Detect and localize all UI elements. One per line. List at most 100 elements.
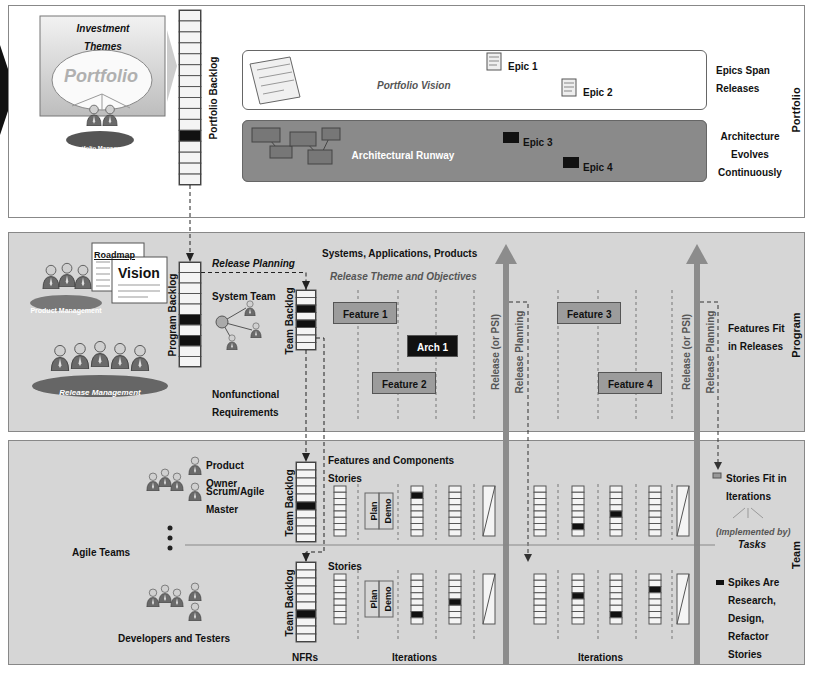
backlog-cells [296,486,316,494]
backlog-cells [610,574,622,580]
runway-network [308,150,332,164]
agile-team-people [159,469,171,487]
feature-box: Feature 1 [333,302,397,324]
text-holder: Program [786,312,804,357]
backlog-cells [649,580,661,586]
product-management-people [75,265,91,289]
backlog-cells [649,524,661,530]
backlog-cells [179,98,201,109]
backlog-cells [572,511,584,517]
backlog-stack: Team Backlog [296,290,316,350]
backlog-cells [179,174,201,185]
node-text: Epic 1 [508,61,537,72]
node-text: Feature 4 [608,379,652,390]
node-text: Roadmap [94,250,135,260]
label-text: Scrum/Agile Master [206,486,264,515]
backlog-cells [610,587,622,593]
node-text: Portfolio Management [71,145,134,151]
continuation-dots [168,546,173,551]
dashed-connector [201,273,306,291]
backlog-cells [534,505,546,511]
text-holder: Investment Themes [68,18,138,54]
backlog-cells [449,517,461,523]
backlog-cells [534,587,546,593]
backlog-cells [610,530,622,536]
node-text: Portfolio Backlog [208,57,219,140]
text-holder: Features and Components [328,450,454,468]
text-holder: Release (or PSI) [676,314,694,390]
backlog-cells [677,486,689,536]
backlog-cells [449,593,461,599]
backlog-cells [179,108,201,119]
iteration-separator [474,570,475,640]
label-text: Demo [383,586,393,611]
backlog-cells [610,492,622,498]
backlog-cells [449,580,461,586]
agile-team-people [171,589,183,607]
backlog-cells [610,511,622,517]
feature-box: Feature 3 [557,302,621,324]
backlog-cells [296,634,316,642]
epic: Epic 1 [488,55,540,75]
people-group: Release Management [30,338,170,398]
backlog-cells [179,141,201,152]
node-text: Feature 2 [382,379,426,390]
agile-team-people [159,585,171,603]
node-text: Epic 2 [583,87,612,98]
label-text: Release (or PSI) [681,314,692,390]
runway-network [252,128,340,164]
iteration-separator [436,570,437,640]
node-text: Vision [118,265,160,281]
backlog-cells [411,530,423,536]
backlog-cells [296,290,316,298]
backlog-cells [534,580,546,586]
label-text: Release Planning [514,311,525,394]
backlog-cells [449,605,461,611]
backlog-cells [572,486,584,492]
backlog-cells [483,574,495,624]
backlog-cells [610,499,622,505]
label-text: Systems, Applications, Products [322,248,477,259]
node-text: Epic 3 [523,137,552,148]
text-holder: Architectural Runway [338,145,468,163]
runway-fill [242,120,707,182]
node-text: Portfolio [790,87,802,132]
node-text: System Team [212,291,276,302]
iteration-separator [636,570,637,640]
release-arrow [495,244,517,264]
backlog-cells [179,54,201,65]
backlog-cells [179,357,201,368]
backlog-cells [296,534,316,542]
backlog-cells [572,618,584,624]
text-holder: Team Backlog [279,569,297,636]
vision-newspaper [257,64,294,94]
plan-demo-box [379,493,393,529]
roadmap-docs: RoadmapVision [88,240,168,306]
label-text: Release (or PSI) [490,314,501,390]
label-text: Release Theme and Objectives [330,271,477,282]
dashed-connector [306,338,324,562]
backlog-cells [449,492,461,498]
backlog-cells [334,587,346,593]
backlog-cells [534,605,546,611]
backlog-cells [649,618,661,624]
agile-team-people [189,603,201,621]
backlog-cells [449,587,461,593]
release-planning-arrow [700,302,718,464]
backlog-cells [179,315,201,326]
backlog-cells [334,524,346,530]
epic: Epic 2 [563,81,615,101]
backlog-cells [296,570,316,578]
text-holder: Portfolio [64,66,138,87]
backlog-cells [296,343,316,351]
backlog-cells [296,594,316,602]
text-holder: Iterations [578,647,623,665]
backlog-cells [296,526,316,534]
iteration-separator [598,570,599,640]
backlog-cells [649,486,661,492]
release-management-people [51,345,68,371]
backlog-cells [179,346,201,357]
backlog-cells [179,76,201,87]
text-holder: Release Management [40,381,160,399]
backlog-cells [649,587,661,593]
